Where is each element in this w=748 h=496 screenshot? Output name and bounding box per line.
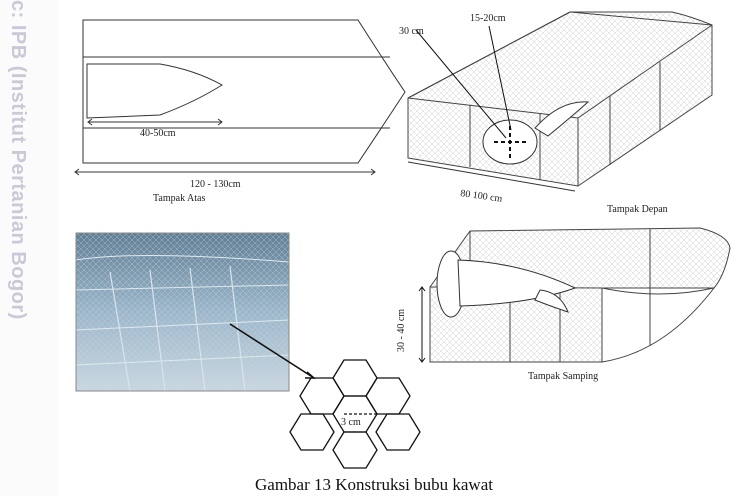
funnel-opening-label: 15-20cm <box>470 13 506 24</box>
side-view-label: Tampak Samping <box>528 371 598 382</box>
figure-caption: Gambar 13 Konstruksi bubu kawat <box>255 475 493 494</box>
photo-pointer-arrow <box>229 323 315 379</box>
mesh-size-label: 3 cm <box>341 417 361 428</box>
top-view-label: Tampak Atas <box>153 193 205 204</box>
watermark: c: IPB (Institut Pertanian Bogor) <box>0 0 58 496</box>
mouth-diameter-label: 30 cm <box>399 26 424 37</box>
front-view-label: Tampak Depan <box>607 204 668 215</box>
height-label: 30 - 40 cm <box>396 309 407 352</box>
top-view-diagram <box>74 19 406 176</box>
front-view-diagram <box>407 11 713 192</box>
top-total-length-label: 120 - 130cm <box>190 179 241 190</box>
front-width-label: 80 100 cm <box>460 188 504 205</box>
hexagon-mesh-diagram <box>289 359 421 469</box>
side-view-diagram <box>418 227 731 363</box>
top-inner-length-label: 40-50cm <box>140 128 176 139</box>
trap-photo <box>75 232 290 392</box>
